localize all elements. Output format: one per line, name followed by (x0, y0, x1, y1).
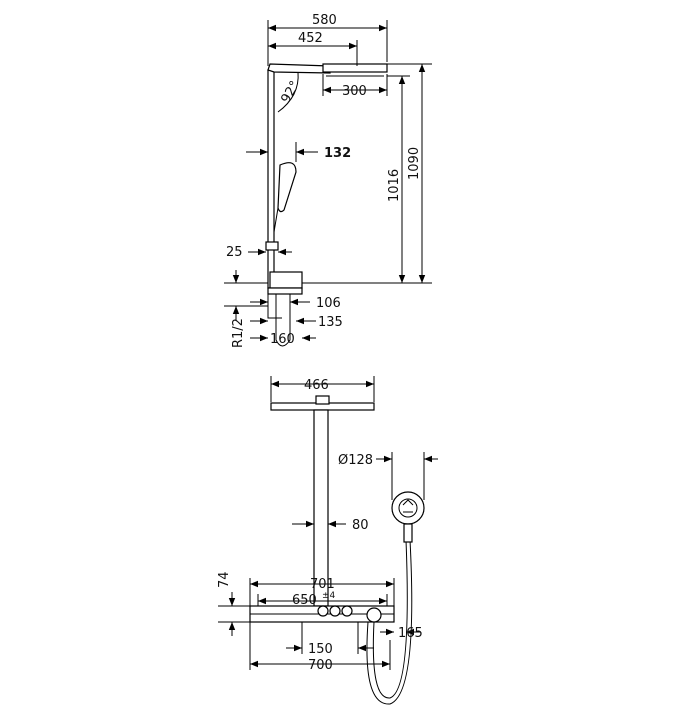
label-650: 650 (292, 593, 317, 608)
thermostat-body (269, 271, 303, 289)
label-106: 106 (316, 296, 341, 311)
side-view-dimensions (224, 20, 432, 342)
wall-connector (267, 294, 282, 319)
shower-arm (267, 63, 331, 74)
hand-shower-handle (273, 207, 279, 233)
riser-pipe (267, 69, 275, 289)
label-tolerance: ±4 (322, 591, 336, 601)
label-angle: 92° (278, 79, 303, 106)
control-knob-2 (329, 605, 341, 617)
hand-shower-spray-mark (402, 499, 414, 513)
label-466: 466 (304, 378, 329, 393)
label-580: 580 (312, 13, 337, 28)
hand-shower-grip (403, 523, 413, 543)
label-452: 452 (298, 31, 323, 46)
hand-shower-inner (398, 498, 418, 518)
label-300: 300 (342, 84, 367, 99)
label-701: 701 (310, 577, 335, 592)
label-1016: 1016 (387, 169, 402, 202)
label-150: 150 (308, 642, 333, 657)
front-hose-outer (366, 539, 413, 705)
label-80: 80 (352, 518, 369, 533)
hand-shower (277, 162, 297, 213)
hand-shower-holder (265, 241, 279, 251)
control-knob-3 (341, 605, 353, 617)
control-knob-1 (317, 605, 329, 617)
label-25: 25 (226, 245, 243, 260)
hand-shower-face (391, 491, 425, 525)
front-view-dimensions (218, 376, 438, 670)
label-160: 160 (270, 332, 295, 347)
overhead-shower-head (322, 63, 388, 73)
label-74: 74 (217, 571, 232, 588)
front-view (249, 395, 425, 705)
thermostat-shelf (267, 287, 303, 295)
label-135: 135 (318, 315, 343, 330)
label-diameter-128: Ø128 (338, 453, 373, 468)
side-view (265, 63, 388, 347)
label-132: 132 (324, 146, 351, 161)
label-1090: 1090 (407, 147, 422, 180)
label-thread: R1/2 (231, 318, 246, 348)
label-700: 700 (308, 658, 333, 673)
hose-loop (275, 294, 291, 347)
label-165: 165 (398, 626, 423, 641)
temperature-knob (366, 607, 382, 623)
front-arm-joint (315, 395, 330, 405)
